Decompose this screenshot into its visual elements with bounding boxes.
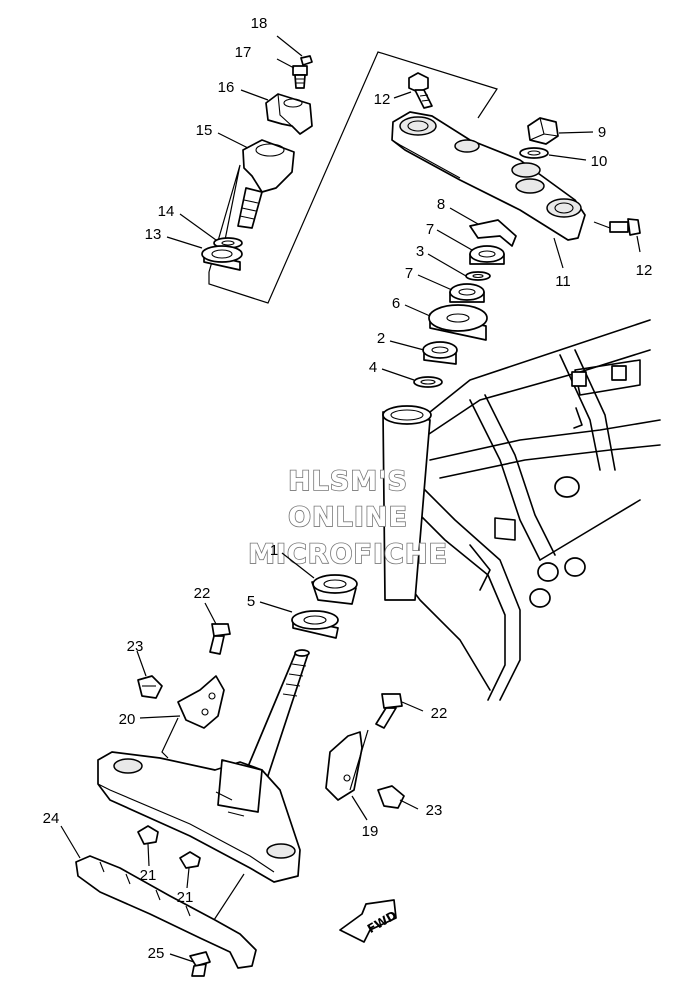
callout-22-right: 22 [431,705,448,722]
part-12-bolt-upper [408,72,433,109]
callout-4: 4 [369,359,377,376]
callout-22-left: 22 [194,585,211,602]
callout-3: 3 [416,243,424,260]
callout-24: 24 [43,810,60,827]
callout-23-left: 23 [127,638,144,655]
callout-17: 17 [235,44,252,61]
callout-20: 20 [119,711,136,728]
callout-11: 11 [555,273,571,290]
callout-7-lower: 7 [405,265,413,282]
part-11-upper-bracket [391,111,586,241]
part-17-bolt [292,65,308,89]
part-21-nut-b [179,851,201,869]
part-18-screw [300,55,313,66]
part-13-damper [201,245,243,271]
part-6-cover [428,304,488,341]
callout-13: 13 [145,226,162,243]
part-22-bolt-left [209,623,231,655]
callout-15: 15 [196,122,213,139]
part-3-washer [465,271,491,281]
leader-lines [60,35,641,963]
watermark: HLSM'S ONLINE MICROFICHE [247,465,448,571]
callout-21-b: 21 [177,889,194,906]
callout-8: 8 [437,196,445,213]
part-1-bearing-lower [311,574,358,605]
callout-21-a: 21 [140,867,157,884]
under-bracket [97,751,301,883]
callout-18: 18 [251,15,268,32]
part-25-bolt [189,951,211,977]
part-16-upper-holder [265,93,313,135]
part-2-bearing [422,341,458,365]
part-23-clip-left [137,675,163,699]
callout-5: 5 [247,593,255,610]
callout-7-upper: 7 [426,221,434,238]
forward-arrow-icon: FWD [339,899,399,943]
callout-10: 10 [591,153,608,170]
watermark-line-1: HLSM'S [288,466,408,497]
part-5-seal [291,610,339,639]
part-12-bolt-side [609,218,641,236]
part-15-lower-holder [237,139,295,229]
part-21-nut-a [137,825,159,845]
part-24-plate [75,855,257,969]
callout-6: 6 [392,295,400,312]
part-22-bolt-right [349,693,403,791]
part-4-race [413,376,443,388]
part-20-bracket [161,675,225,759]
callout-9: 9 [598,124,606,141]
callout-25: 25 [148,945,165,962]
watermark-line-3: MICROFICHE [248,539,448,570]
callout-12-side: 12 [636,262,653,279]
callout-12-upper: 12 [374,91,391,108]
handle-holder-group [208,51,498,304]
part-10-washer [519,147,549,159]
part-9-nut [527,117,559,145]
callout-2: 2 [377,330,385,347]
head-pipe [382,405,432,601]
callout-16: 16 [218,79,235,96]
part-7-ring-nut-upper [469,245,505,265]
callout-19: 19 [362,823,379,840]
callout-14: 14 [158,203,175,220]
part-19-bracket [325,731,363,801]
watermark-line-2: ONLINE [288,502,408,533]
callout-1: 1 [270,542,278,559]
part-23-clip-right [377,785,405,809]
callout-labels: 18 17 16 15 14 13 12 9 10 8 7 3 7 11 12 … [43,15,653,962]
part-8-lock-washer [469,219,517,247]
callout-23-right: 23 [426,802,443,819]
part-7-ring-nut-lower [449,283,485,303]
